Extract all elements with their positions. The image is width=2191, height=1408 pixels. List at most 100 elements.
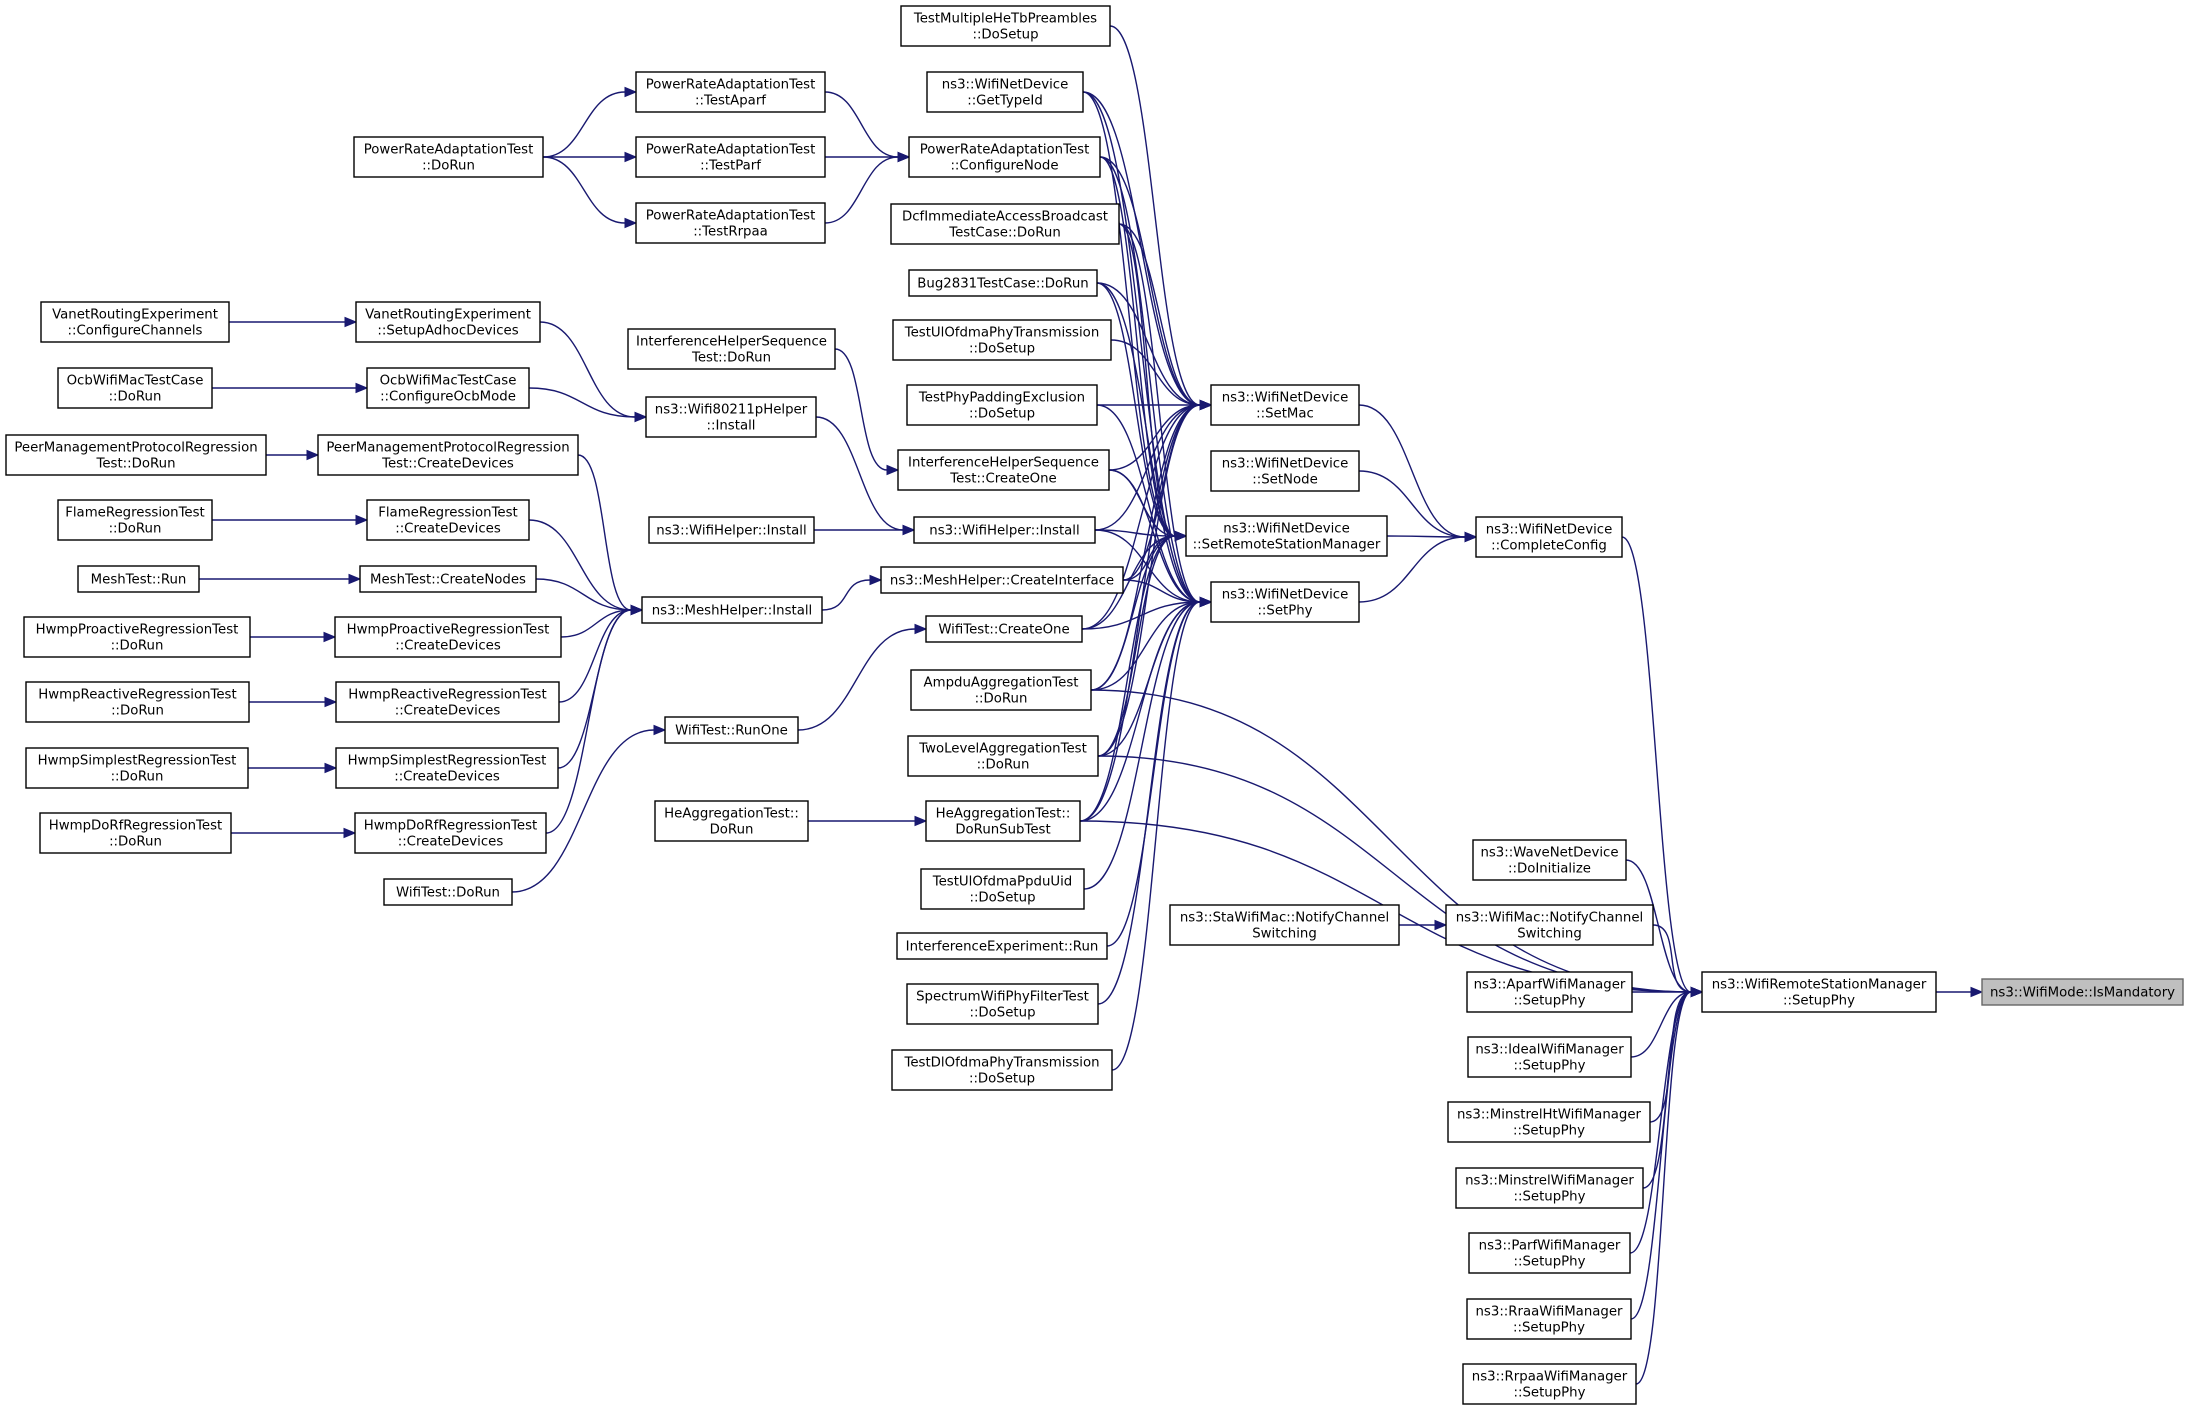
node-label: ns3::WifiHelper::Install <box>929 524 1079 539</box>
node-label: DcfImmediateAccessBroadcast <box>902 210 1108 225</box>
node-peer_dorun[interactable]: PeerManagementProtocolRegressionTest::Do… <box>5 434 267 476</box>
node-he_dorunsubtest[interactable]: HeAggregationTest::DoRunSubTest <box>925 800 1081 842</box>
node-meshtest_run[interactable]: MeshTest::Run <box>77 565 200 593</box>
node-vanet_setup[interactable]: VanetRoutingExperiment::SetupAdhocDevice… <box>355 301 541 343</box>
node-setphy[interactable]: ns3::WifiNetDevice::SetPhy <box>1210 581 1360 623</box>
node-vanet_configurechannels[interactable]: VanetRoutingExperiment::ConfigureChannel… <box>40 301 230 343</box>
node-testdlofdma[interactable]: TestDlOfdmaPhyTransmission::DoSetup <box>891 1049 1113 1091</box>
edge-flame_createdevices-to-meshhelper_install <box>528 519 644 616</box>
node-ihs_createone[interactable]: InterferenceHelperSequenceTest::CreateOn… <box>897 449 1110 491</box>
node-intexp_run[interactable]: InterferenceExperiment::Run <box>896 932 1108 960</box>
node-label: InterferenceExperiment::Run <box>906 940 1099 955</box>
node-label: ::DoInitialize <box>1508 862 1591 877</box>
edge-twolevel-to-setphy <box>1097 596 1213 757</box>
edge-setphy-to-completeconfig <box>1358 531 1478 603</box>
node-wifitest_createone[interactable]: WifiTest::CreateOne <box>925 615 1083 643</box>
edge-rraa-to-rsm_setupphy <box>1630 986 1704 1320</box>
edge-flame_dorun-to-flame_createdevices <box>212 514 369 526</box>
node-label: InterferenceHelperSequence <box>908 456 1099 471</box>
node-flame_createdevices[interactable]: FlameRegressionTest::CreateDevices <box>366 499 530 541</box>
node-he_dorun[interactable]: HeAggregationTest::DoRun <box>654 800 809 842</box>
node-gettypeid[interactable]: ns3::WifiNetDevice::GetTypeId <box>926 71 1084 113</box>
node-twolevel[interactable]: TwoLevelAggregationTest::DoRun <box>907 735 1099 777</box>
node-peer_createdevices[interactable]: PeerManagementProtocolRegressionTest::Cr… <box>317 434 579 476</box>
node-label: PowerRateAdaptationTest <box>646 78 816 93</box>
node-label: MeshTest::Run <box>91 573 187 588</box>
node-spectrumfilter[interactable]: SpectrumWifiPhyFilterTest::DoSetup <box>906 983 1099 1025</box>
node-pra_testparf[interactable]: PowerRateAdaptationTest::TestParf <box>635 136 826 178</box>
node-rsm_setupphy[interactable]: ns3::WifiRemoteStationManager::SetupPhy <box>1701 971 1937 1013</box>
node-testulofdmappdu[interactable]: TestUlOfdmaPpduUid::DoSetup <box>920 868 1085 910</box>
node-meshhelper_install[interactable]: ns3::MeshHelper::Install <box>641 596 823 624</box>
node-label: Test::CreateOne <box>949 472 1056 487</box>
node-hwmpreact_createdevices[interactable]: HwmpReactiveRegressionTest::CreateDevice… <box>335 681 560 723</box>
node-minstrelht[interactable]: ns3::MinstrelHtWifiManager::SetupPhy <box>1447 1101 1651 1143</box>
edge-wifitest_dorun-to-wifitest_runone <box>511 724 667 893</box>
node-dcf[interactable]: DcfImmediateAccessBroadcastTestCase::DoR… <box>890 203 1120 245</box>
node-label: ::CreateDevices <box>395 522 501 537</box>
node-wifihelper_install[interactable]: ns3::WifiHelper::Install <box>913 516 1096 544</box>
node-label: HwmpReactiveRegressionTest <box>38 688 236 703</box>
node-hwmppro_createdevices[interactable]: HwmpProactiveRegressionTest::CreateDevic… <box>334 616 562 658</box>
node-parf[interactable]: ns3::ParfWifiManager::SetupPhy <box>1468 1232 1631 1274</box>
node-label: ::DoSetup <box>969 1072 1035 1087</box>
node-hwmpsimp_dorun[interactable]: HwmpSimplestRegressionTest::DoRun <box>25 747 249 789</box>
node-meshtest_createnodes[interactable]: MeshTest::CreateNodes <box>359 565 537 593</box>
node-rraa[interactable]: ns3::RraaWifiManager::SetupPhy <box>1466 1298 1632 1340</box>
node-setnode[interactable]: ns3::WifiNetDevice::SetNode <box>1210 450 1360 492</box>
node-label: ::DoSetup <box>969 342 1035 357</box>
node-hwmpreact_dorun[interactable]: HwmpReactiveRegressionTest::DoRun <box>25 681 250 723</box>
node-label: TestCase::DoRun <box>948 226 1061 241</box>
node-label: ns3::WifiNetDevice <box>1222 588 1349 603</box>
node-pra_configurenode[interactable]: PowerRateAdaptationTest::ConfigureNode <box>908 136 1101 178</box>
node-label: ::ConfigureChannels <box>68 324 203 339</box>
edge-ihs_dorun-to-ihs_createone <box>834 348 900 476</box>
node-pra_dorun[interactable]: PowerRateAdaptationTest::DoRun <box>353 136 544 178</box>
edge-pra_testaparf-to-pra_configurenode <box>824 91 911 163</box>
node-label: MeshTest::CreateNodes <box>370 573 526 588</box>
node-pra_testrrpaa[interactable]: PowerRateAdaptationTest::TestRrpaa <box>635 202 826 244</box>
node-label: ::DoRun <box>111 704 164 719</box>
edge-rrpaa-to-rsm_setupphy <box>1635 986 1704 1385</box>
node-testmultiple[interactable]: TestMultipleHeTbPreambles::DoSetup <box>900 5 1111 47</box>
node-flame_dorun[interactable]: FlameRegressionTest::DoRun <box>57 499 213 541</box>
node-wave_doinit[interactable]: ns3::WaveNetDevice::DoInitialize <box>1472 839 1627 881</box>
node-wifitest_runone[interactable]: WifiTest::RunOne <box>664 716 799 744</box>
node-wifitest_dorun[interactable]: WifiTest::DoRun <box>383 878 513 906</box>
node-setmac[interactable]: ns3::WifiNetDevice::SetMac <box>1210 384 1360 426</box>
node-hwmpdorf_dorun[interactable]: HwmpDoRfRegressionTest::DoRun <box>39 812 232 854</box>
node-ampdu[interactable]: AmpduAggregationTest::DoRun <box>910 669 1092 711</box>
node-ocb_dorun[interactable]: OcbWifiMacTestCase::DoRun <box>57 367 213 409</box>
node-label: PowerRateAdaptationTest <box>364 143 534 158</box>
node-ns3_wifihelper_install_caller[interactable]: ns3::WifiHelper::Install <box>648 516 815 544</box>
node-minstrel[interactable]: ns3::MinstrelWifiManager::SetupPhy <box>1455 1167 1644 1209</box>
node-wifi80211p_install[interactable]: ns3::Wifi80211pHelper::Install <box>645 396 817 438</box>
node-ismandatory[interactable]: ns3::WifiMode::IsMandatory <box>1981 978 2184 1006</box>
node-rrpaa[interactable]: ns3::RrpaaWifiManager::SetupPhy <box>1462 1363 1637 1405</box>
node-testulofdmaphy[interactable]: TestUlOfdmaPhyTransmission::DoSetup <box>892 319 1112 361</box>
node-label: ::SetupPhy <box>1783 994 1855 1009</box>
node-pra_testaparf[interactable]: PowerRateAdaptationTest::TestAparf <box>635 71 826 113</box>
node-label: ::DoRun <box>109 390 162 405</box>
node-completeconfig[interactable]: ns3::WifiNetDevice::CompleteConfig <box>1475 516 1623 558</box>
node-ocb_configure[interactable]: OcbWifiMacTestCase::ConfigureOcbMode <box>366 367 530 409</box>
node-hwmpdorf_createdevices[interactable]: HwmpDoRfRegressionTest::CreateDevices <box>354 812 547 854</box>
node-meshhelper_createif[interactable]: ns3::MeshHelper::CreateInterface <box>880 566 1124 594</box>
node-aparf[interactable]: ns3::AparfWifiManager::SetupPhy <box>1466 971 1633 1013</box>
node-hwmppro_dorun[interactable]: HwmpProactiveRegressionTest::DoRun <box>23 616 251 658</box>
node-label: ::SetupPhy <box>1514 1190 1586 1205</box>
node-setrsm[interactable]: ns3::WifiNetDevice::SetRemoteStationMana… <box>1185 515 1388 557</box>
node-label: TestMultipleHeTbPreambles <box>913 12 1097 27</box>
node-label: ns3::RrpaaWifiManager <box>1472 1370 1628 1385</box>
node-testphypadding[interactable]: TestPhyPaddingExclusion::DoSetup <box>906 384 1098 426</box>
node-bug2831[interactable]: Bug2831TestCase::DoRun <box>908 269 1098 297</box>
node-label: ns3::WifiNetDevice <box>1222 391 1349 406</box>
node-ideal[interactable]: ns3::IdealWifiManager::SetupPhy <box>1467 1036 1632 1078</box>
node-label: TestDlOfdmaPhyTransmission <box>903 1056 1099 1071</box>
node-label: Switching <box>1517 927 1582 942</box>
node-hwmpsimp_createdevices[interactable]: HwmpSimplestRegressionTest::CreateDevice… <box>335 747 559 789</box>
node-label: ::TestRrpaa <box>693 225 768 240</box>
